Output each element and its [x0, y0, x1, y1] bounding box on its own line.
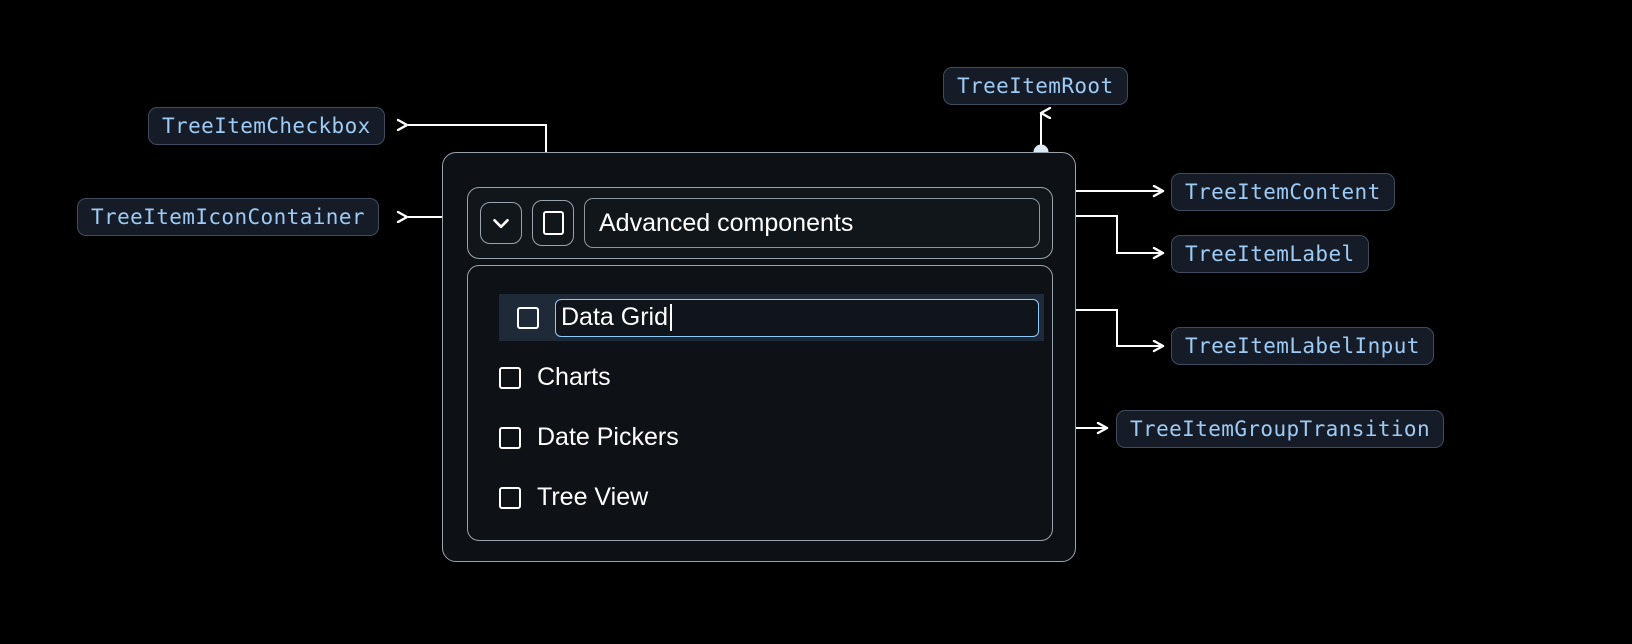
chevron-down-icon	[493, 218, 509, 229]
tree-item-label-input[interactable]: Data Grid	[555, 298, 1039, 337]
tree-item-label-charts: Charts	[537, 363, 611, 391]
annotation-chip-tree-item-checkbox: TreeItemCheckbox	[148, 107, 385, 145]
text-caret	[669, 304, 672, 331]
tree-item-root[interactable]: Advanced components Data Grid Charts Dat…	[442, 152, 1076, 562]
tree-item-label-date-pickers: Date Pickers	[537, 423, 679, 451]
annotation-chip-tree-item-label: TreeItemLabel	[1171, 235, 1369, 273]
tree-item-label-input-value: Data Grid	[561, 303, 668, 331]
tree-item-row-date-pickers[interactable]: Date Pickers	[468, 414, 1052, 461]
tree-item-label-tree-view: Tree View	[537, 483, 649, 511]
tree-item-label[interactable]: Advanced components	[584, 198, 1040, 248]
tree-item-checkbox-date-pickers[interactable]	[499, 426, 521, 449]
tree-item-icon-container[interactable]	[480, 202, 522, 244]
annotation-chip-tree-item-icon-container: TreeItemIconContainer	[77, 198, 379, 236]
annotation-chip-tree-item-content: TreeItemContent	[1171, 173, 1395, 211]
tree-item-checkbox-data-grid[interactable]	[517, 306, 539, 329]
tree-item-group-transition: Data Grid Charts Date Pickers Tree View	[467, 265, 1053, 541]
checkbox-square-icon	[542, 211, 564, 235]
tree-item-checkbox-tree-view[interactable]	[499, 486, 521, 509]
tree-item-row-tree-view[interactable]: Tree View	[468, 474, 1052, 521]
tree-item-row-data-grid[interactable]: Data Grid	[499, 294, 1044, 341]
annotation-chip-tree-item-group-transition: TreeItemGroupTransition	[1116, 410, 1444, 448]
tree-item-checkbox-charts[interactable]	[499, 366, 521, 389]
tree-item-checkbox[interactable]	[532, 200, 574, 246]
tree-item-content[interactable]: Advanced components	[467, 187, 1053, 259]
annotation-chip-tree-item-label-input: TreeItemLabelInput	[1171, 327, 1434, 365]
annotation-chip-tree-item-root: TreeItemRoot	[943, 67, 1128, 105]
tree-item-row-charts[interactable]: Charts	[468, 354, 1052, 401]
